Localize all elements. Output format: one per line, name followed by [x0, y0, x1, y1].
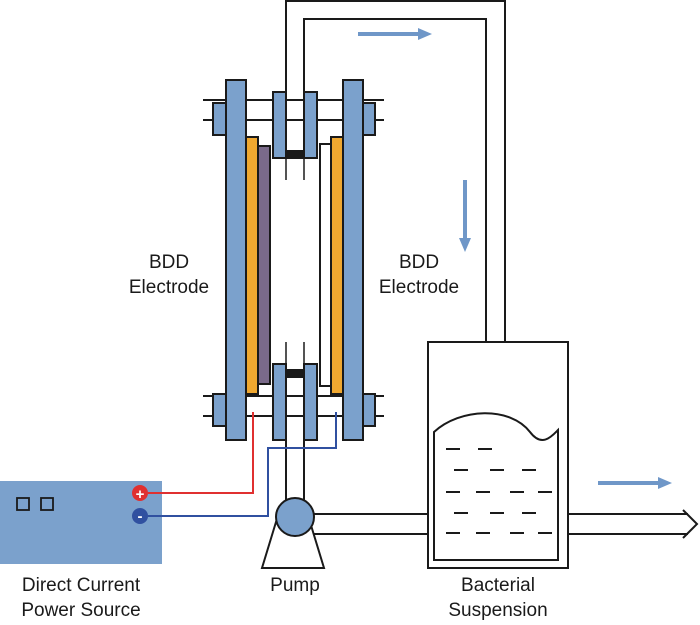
- right-electrode-label-line1: BDD: [398, 252, 440, 273]
- suspension-tank: [427, 341, 569, 569]
- left-electrode-label: BDD Electrode: [118, 250, 220, 300]
- negative-terminal: [132, 508, 148, 524]
- positive-terminal-sign: +: [136, 486, 145, 503]
- suspension-label: Bacterial Suspension: [428, 573, 568, 623]
- flow-arrow-outlet-icon: [598, 477, 672, 489]
- feed-pipe: [285, 440, 305, 500]
- negative-wire: [148, 412, 337, 517]
- left-electrode-plate: [225, 79, 247, 441]
- pump-rotor-icon: [275, 497, 315, 537]
- left-electrode-label-line1: BDD: [148, 252, 190, 273]
- flow-arrow-down-icon: [459, 180, 471, 252]
- pump-label: Pump: [270, 575, 320, 596]
- outlet-pipe: [568, 509, 699, 539]
- positive-terminal: [132, 485, 148, 501]
- right-electrode-label-line2: Electrode: [378, 277, 460, 298]
- left-membrane: [257, 145, 271, 385]
- flow-arrow-top-icon: [358, 28, 432, 40]
- power-indicator-2: [40, 497, 54, 511]
- bacteria-dashes: [446, 448, 552, 534]
- pump: [260, 497, 326, 569]
- right-bdd-film: [330, 136, 344, 395]
- power-indicator-1: [16, 497, 30, 511]
- negative-terminal-sign: -: [138, 508, 143, 525]
- right-spacer: [319, 143, 332, 387]
- port-blocks: [272, 91, 318, 441]
- cell-channel: [285, 150, 305, 369]
- positive-wire: [148, 412, 254, 494]
- inlet-pipe: [312, 513, 428, 535]
- return-pipe: [285, 0, 506, 345]
- power-source-label-line1: Direct Current: [21, 575, 141, 596]
- right-electrode-plate: [342, 79, 364, 441]
- left-electrode-label-line2: Electrode: [128, 277, 210, 298]
- left-bdd-film: [245, 136, 259, 395]
- gaskets: [286, 150, 304, 378]
- power-source-label: Direct Current Power Source: [0, 573, 162, 623]
- power-source-label-line2: Power Source: [21, 600, 141, 621]
- suspension-label-line1: Bacterial: [461, 575, 535, 596]
- flow-arrows: [358, 28, 672, 489]
- right-electrode-label: BDD Electrode: [368, 250, 470, 300]
- suspension-label-line2: Suspension: [448, 600, 548, 621]
